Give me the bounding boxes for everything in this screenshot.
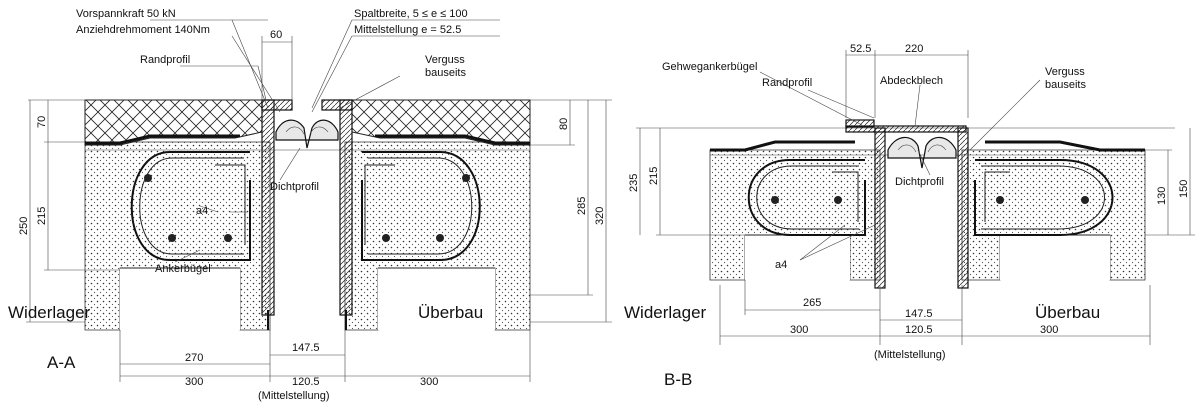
- label-section-b-b: B-B: [664, 370, 692, 389]
- label-mittelstellung-b: (Mittelstellung): [874, 349, 946, 361]
- label-mittelstellung-e: Mittelstellung e = 52.5: [354, 24, 461, 36]
- label-section-a-a: A-A: [47, 353, 76, 372]
- dim-b-220: 220: [905, 43, 923, 55]
- label-randprofil-b: Randprofil: [762, 77, 812, 89]
- label-spaltbreite: Spaltbreite, 5 ≤ e ≤ 100: [354, 8, 468, 20]
- dim-a-70: 70: [36, 116, 48, 128]
- label-a4-b: a4: [775, 259, 787, 271]
- edge-profile-right-a: [339, 99, 353, 316]
- section-b-b: [636, 50, 1195, 345]
- dim-b-150: 150: [1178, 180, 1190, 198]
- label-dichtprofil-b: Dichtprofil: [895, 176, 944, 188]
- dim-a-320: 320: [594, 207, 606, 225]
- label-gehwegankerbuegel: Gehwegankerbügel: [662, 61, 757, 73]
- dim-b-265: 265: [803, 297, 821, 309]
- dim-b-215: 215: [648, 167, 660, 185]
- dim-a-300-left: 300: [185, 376, 203, 388]
- dim-a-120: 120.5: [292, 376, 320, 388]
- label-bauseits-b: bauseits: [1045, 79, 1086, 91]
- label-vorspannkraft: Vorspannkraft 50 kN: [76, 8, 176, 20]
- dim-a-80: 80: [558, 118, 570, 130]
- edge-profile-right-b: [957, 127, 969, 289]
- dim-a-147: 147.5: [292, 342, 320, 354]
- anchor-loop-left-b: [747, 159, 866, 236]
- dichtprofil-a: [275, 119, 339, 149]
- label-a4-a: a4: [196, 205, 208, 217]
- label-randprofil-a: Randprofil: [140, 54, 190, 66]
- anchor-loop-right-b: [974, 159, 1114, 236]
- pavement-right-a: [351, 99, 531, 146]
- dim-b-300-right: 300: [1040, 324, 1058, 336]
- dim-a-60: 60: [270, 29, 282, 41]
- abdeckblech-plate: [845, 125, 967, 133]
- label-verguss-a: Verguss: [425, 54, 465, 66]
- pavement-left-a: [84, 99, 263, 146]
- label-bauseits-a: bauseits: [425, 67, 466, 79]
- label-verguss-b: Verguss: [1045, 66, 1085, 78]
- dim-b-235: 235: [628, 174, 640, 192]
- dichtprofil-b: [887, 136, 957, 169]
- label-dichtprofil-a: Dichtprofil: [270, 181, 319, 193]
- section-a-a: [26, 19, 612, 382]
- edge-profile-left-b: [874, 127, 886, 289]
- dim-a-285: 285: [576, 197, 588, 215]
- dim-a-215: 215: [36, 207, 48, 225]
- label-ueberbau-a: Überbau: [418, 303, 483, 322]
- dim-a-250: 250: [18, 217, 30, 235]
- label-mittelstellung-a: (Mittelstellung): [258, 390, 330, 402]
- label-abdeckblech: Abdeckblech: [880, 75, 943, 87]
- dim-b-120: 120.5: [905, 324, 933, 336]
- label-ankerbuegel: Ankerbügel: [155, 263, 211, 275]
- dim-b-300-left: 300: [790, 324, 808, 336]
- dim-b-52: 52.5: [850, 43, 871, 55]
- dim-b-130: 130: [1156, 187, 1168, 205]
- anchor-loop-left-a: [130, 151, 251, 261]
- dim-a-270: 270: [185, 352, 203, 364]
- label-widerlager-b: Widerlager: [624, 303, 707, 322]
- edge-profile-left-a: [261, 99, 275, 316]
- dim-a-300-right: 300: [420, 376, 438, 388]
- label-ueberbau-b: Überbau: [1035, 303, 1100, 322]
- dim-b-147: 147.5: [905, 308, 933, 320]
- label-widerlager-a: Widerlager: [8, 303, 91, 322]
- anchor-loop-right-a: [361, 151, 481, 261]
- label-anziehdrehmoment: Anziehdrehmoment 140Nm: [76, 24, 210, 36]
